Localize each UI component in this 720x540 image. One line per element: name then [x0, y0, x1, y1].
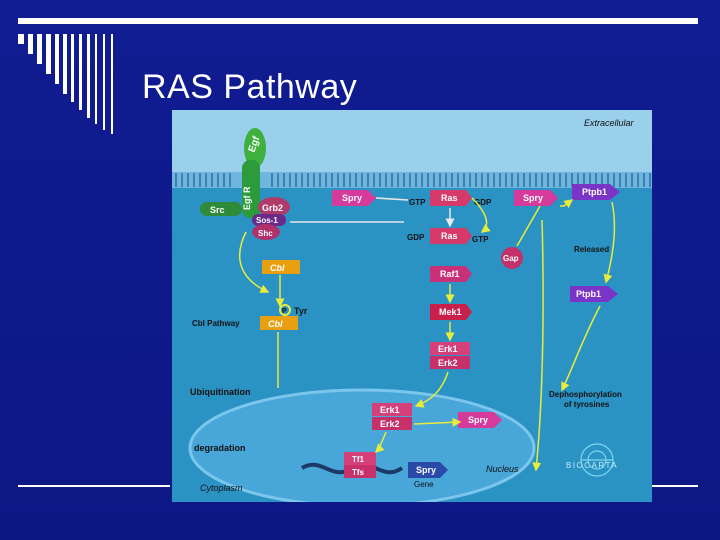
spry-gene-label: Spry: [416, 465, 436, 475]
biocarta-logo: [580, 443, 614, 477]
tfs-label: Tfs: [352, 468, 365, 477]
tf1-label: Tf1: [352, 455, 365, 464]
egf-shape: [244, 128, 266, 168]
ras-pathway-diagram: Egf Egf R Src Grb2 Sos-1 Shc Spry GTP Ra…: [172, 110, 652, 502]
erk2-label: Erk2: [438, 358, 458, 368]
spry-nucleus-shape: [458, 412, 502, 428]
cbl-top-label: Cbl: [270, 263, 285, 273]
grb2-shape: [258, 197, 290, 217]
slide-title: RAS Pathway: [142, 68, 358, 106]
raf1-label: Raf1: [440, 269, 460, 279]
spry-left-shape: [332, 190, 376, 206]
sos1-shape: [252, 214, 286, 226]
raf1-shape: [430, 266, 472, 282]
ptpb1-top-label: Ptpb1: [582, 187, 607, 197]
shc-shape: [252, 224, 280, 240]
egfr-shape: [242, 160, 260, 218]
egf-label: Egf: [247, 134, 263, 154]
nucleus-label: Nucleus: [486, 464, 519, 474]
ptpb1-top-shape: [572, 184, 620, 200]
bottom-rule-left: [18, 485, 170, 487]
ptpb1-mid-shape: [570, 286, 618, 302]
mek1-shape: [430, 304, 472, 320]
ubiquitination-label: Ubiquitination: [190, 387, 251, 397]
nucleus: [188, 388, 536, 502]
grb2-label: Grb2: [262, 203, 283, 213]
ptpb1-mid-label: Ptpb1: [576, 289, 601, 299]
erk1-label: Erk1: [438, 344, 458, 354]
gtp1-label: GTP: [409, 198, 426, 207]
degradation-label: degradation: [194, 443, 246, 453]
cbl-bottom-label: Cbl: [268, 319, 283, 329]
erk2-shape: [430, 356, 470, 369]
erk2-nuc-label: Erk2: [380, 419, 400, 429]
dephosphorylation-label-line1: Dephosphorylation: [549, 390, 622, 399]
bottom-rule-right: [652, 485, 698, 487]
extracellular-label: Extracellular: [584, 118, 635, 128]
tfs-shape: [344, 465, 376, 478]
spry-right-label: Spry: [523, 193, 543, 203]
phospho-marker: [279, 304, 291, 316]
erk1-shape: [430, 342, 470, 355]
sos1-label: Sos-1: [256, 216, 278, 225]
membrane: [172, 172, 652, 188]
ras-top-label: Ras: [441, 193, 458, 203]
extracellular-space: [172, 110, 652, 172]
decorative-bars: [18, 34, 118, 134]
erk2-nuc-shape: [372, 417, 412, 430]
ras-bottom-label: Ras: [441, 231, 458, 241]
spry-left-label: Spry: [342, 193, 362, 203]
src-label: Src: [210, 205, 225, 215]
gtp2-label: GTP: [472, 235, 489, 244]
cytoplasm-label: Cytoplasm: [200, 483, 243, 493]
erk1-nuc-label: Erk1: [380, 405, 400, 415]
tf1-shape: [344, 452, 376, 465]
egfr-label: Egf R: [242, 186, 252, 210]
dephosphorylation-label-line2: of tyrosines: [564, 400, 610, 409]
mek1-label: Mek1: [439, 307, 462, 317]
gdp1-label: GDP: [474, 198, 492, 207]
gap-shape: [501, 247, 523, 269]
src-shape: [200, 202, 242, 216]
cbl-top-shape: [262, 260, 300, 274]
spry-nucleus-label: Spry: [468, 415, 488, 425]
top-rule: [18, 18, 698, 24]
p-marker-label: P: [282, 308, 287, 315]
cbl-pathway-label: Cbl Pathway: [192, 319, 240, 328]
ras-top-shape: [430, 190, 472, 206]
ras-bottom-shape: [430, 228, 472, 244]
tyr-label: Tyr: [294, 306, 308, 316]
gdp2-label: GDP: [407, 233, 425, 242]
spry-right-shape: [514, 190, 558, 206]
released-label: Released: [574, 245, 609, 254]
gap-label: Gap: [503, 254, 519, 263]
shc-label: Shc: [258, 229, 273, 238]
spry-gene-shape: [408, 462, 448, 478]
gene-label: Gene: [414, 480, 434, 489]
inhibition-lines: [290, 197, 455, 228]
pathway-arrows: [238, 197, 616, 472]
cbl-bottom-shape: [260, 316, 298, 330]
biocarta-logo-text: BIOCARTA: [566, 461, 618, 470]
erk1-nuc-shape: [372, 403, 412, 416]
